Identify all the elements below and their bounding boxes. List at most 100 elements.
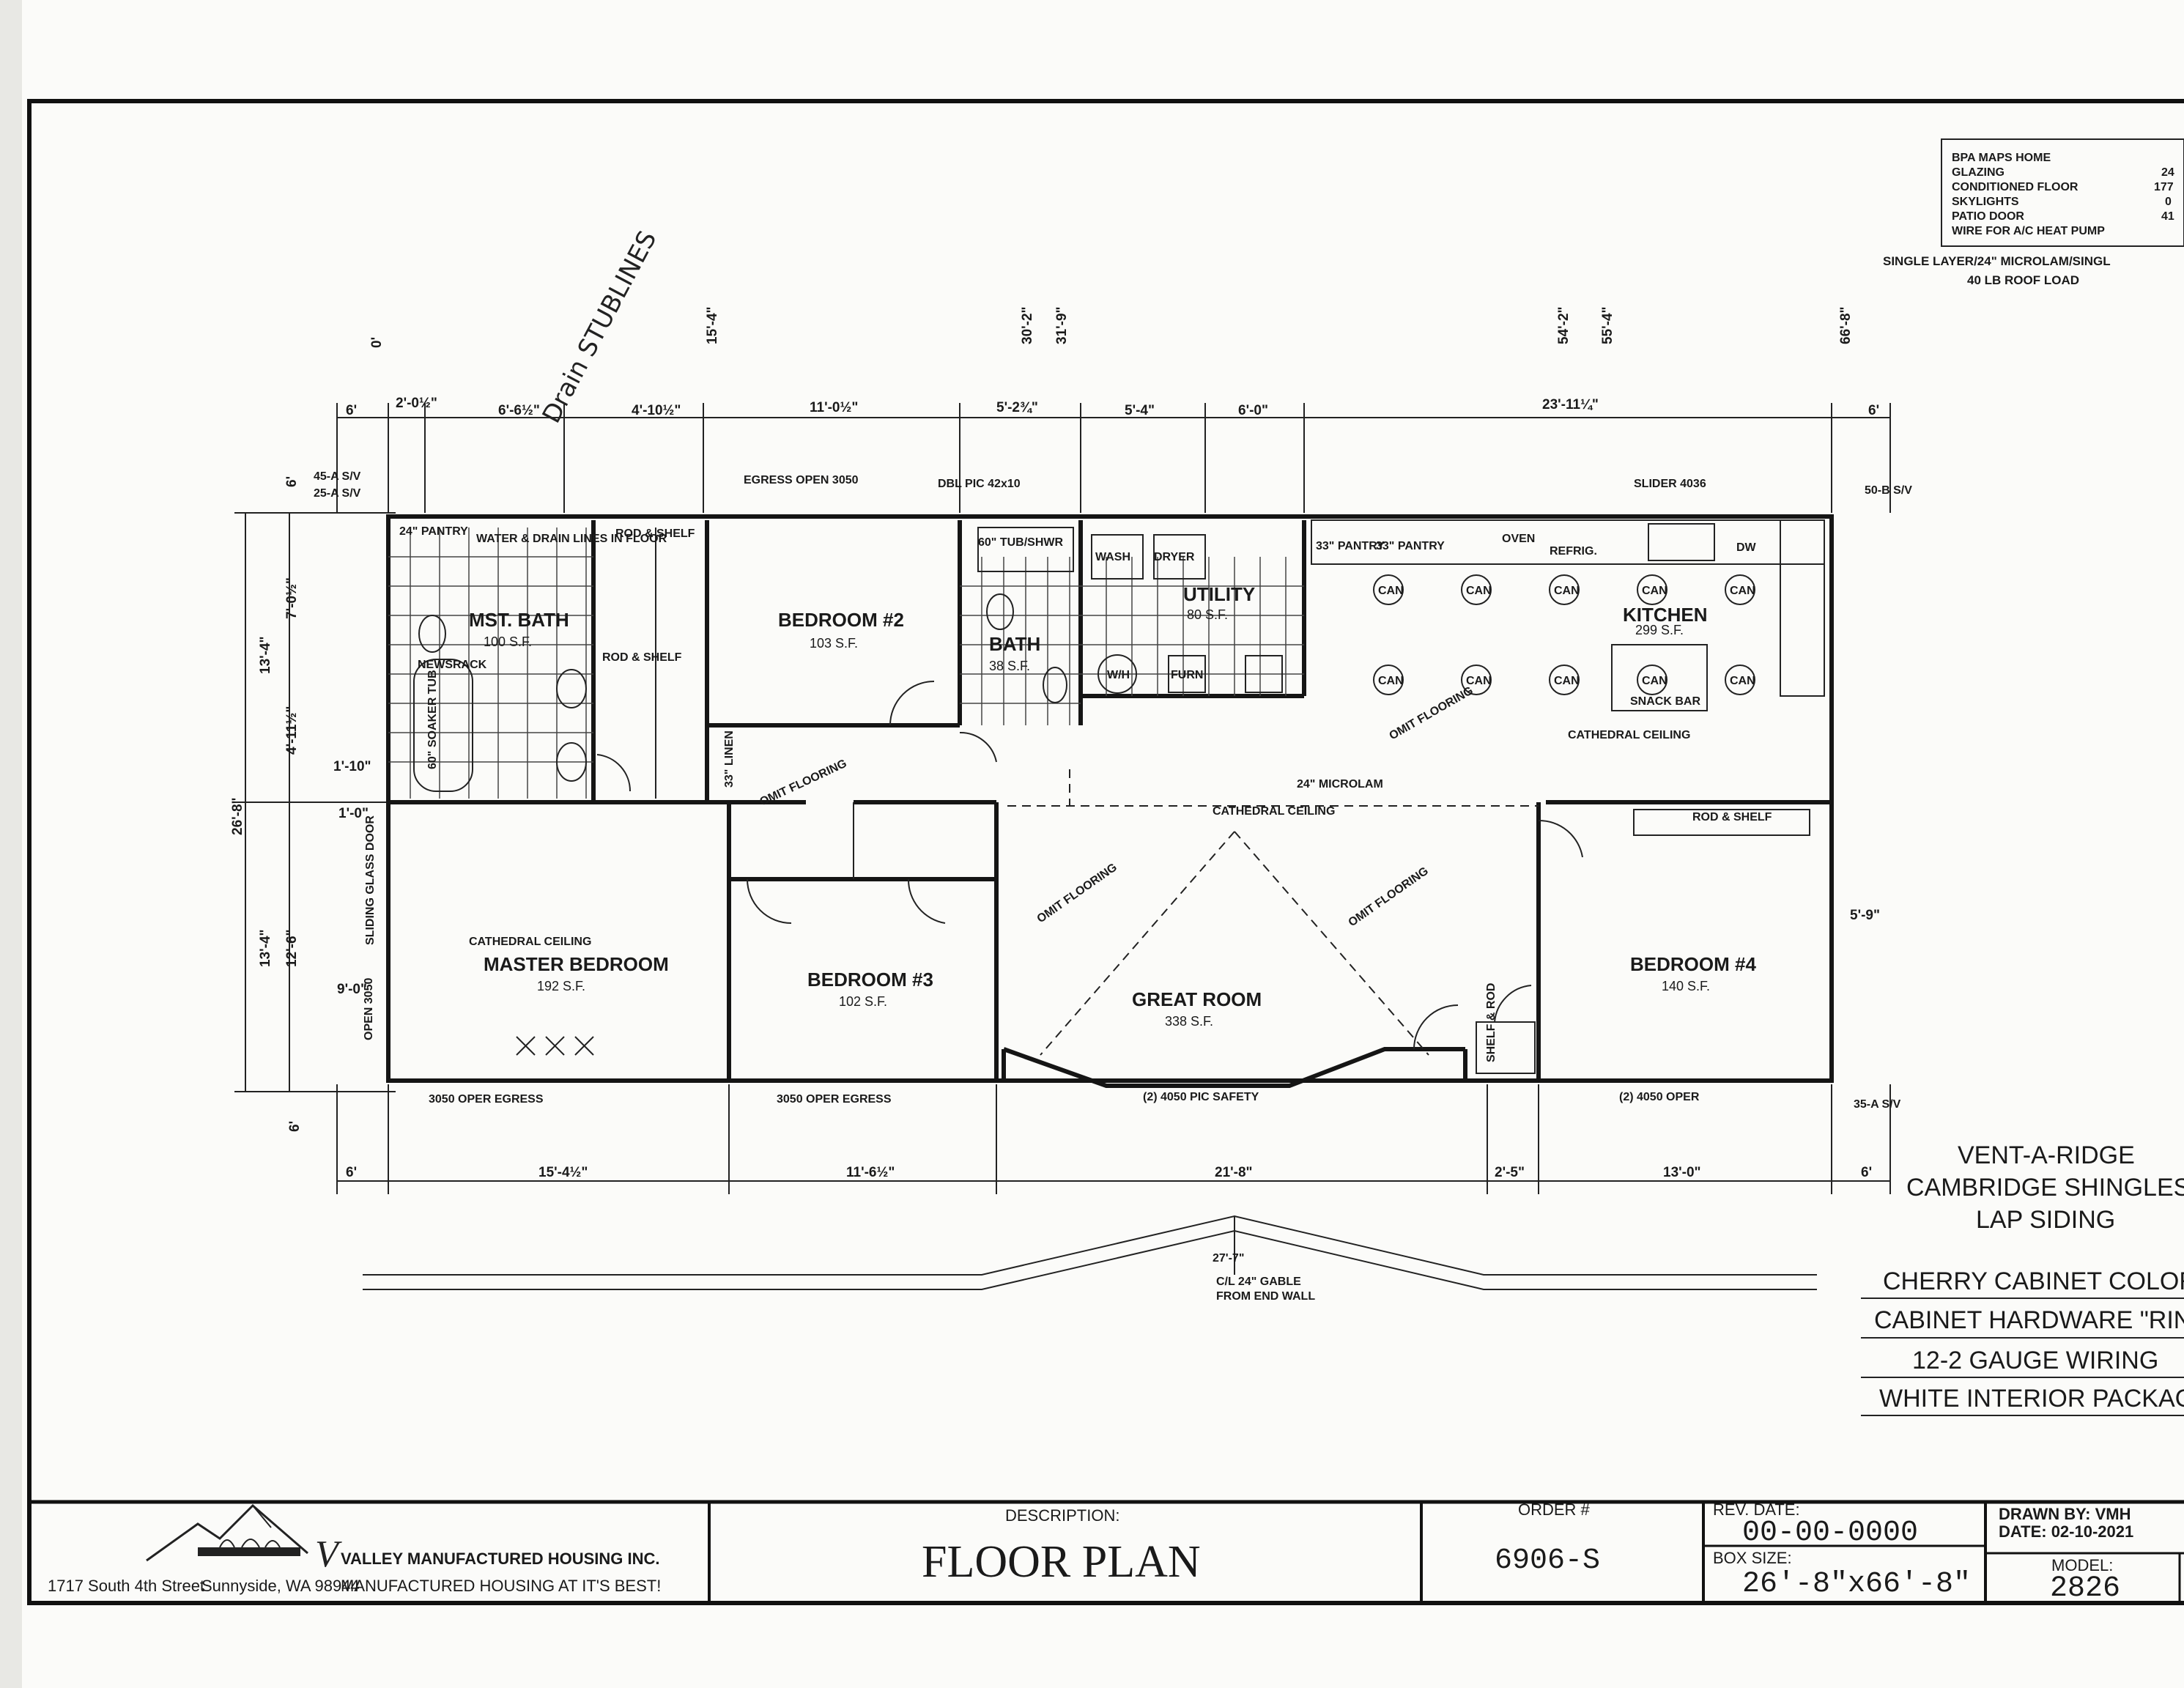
spec-line: WHITE INTERIOR PACKAG	[1879, 1385, 2184, 1413]
handwritten-drain-note: Drain STUBLINES	[537, 226, 663, 429]
roof-note: SINGLE LAYER/24" MICROLAM/SINGL	[1883, 254, 2111, 268]
spec-line: 12-2 GAUGE WIRING	[1912, 1347, 2158, 1374]
roof-specs: VENT-A-RIDGE CAMBRIDGE SHINGLES LAP SIDI…	[1906, 1141, 2184, 1234]
box-label: BOX SIZE:	[1713, 1549, 1792, 1567]
dryer-unit	[1153, 534, 1206, 580]
water-drain-label: WATER & DRAIN LINES IN FLOOR	[476, 533, 667, 545]
dim-label: 1'-0"	[338, 806, 369, 821]
gable-note: C/L 24" GABLE	[1216, 1276, 1301, 1288]
toilet	[418, 615, 446, 653]
range-counter	[1780, 519, 1825, 697]
dim-label: 4'-10½"	[632, 403, 681, 418]
room-name: BEDROOM #2	[778, 609, 904, 631]
left-dimensions: 26'-8" 13'-4" 13'-4" 7'-0½" 4'-11½" 1'-1…	[230, 476, 396, 1132]
drawn-by: DRAWN BY: VMH	[1999, 1505, 2131, 1523]
scan-edge	[0, 0, 22, 1688]
dim-label: 4'-11½"	[284, 706, 300, 755]
company-name: VALLEY MANUFACTURED HOUSING INC.	[341, 1550, 660, 1568]
washer-label: WASH	[1095, 551, 1130, 563]
soaker-tub	[413, 659, 473, 792]
svg-text:V: V	[315, 1533, 342, 1575]
sv-label: 25-A S/V	[314, 487, 361, 500]
dim-label: 6'	[284, 476, 300, 487]
dim-label: 1'-10"	[333, 759, 371, 774]
sheet-border	[27, 99, 2184, 1605]
room-name: UTILITY	[1183, 583, 1255, 605]
spec-line: CHERRY CABINET COLOR	[1883, 1267, 2184, 1295]
sv-label: 35-A S/V	[1854, 1098, 1901, 1111]
shelf-label: SHELF & ROD	[1485, 983, 1498, 1062]
kitchen-island	[1611, 644, 1708, 711]
interior-walls	[388, 520, 1832, 1081]
exterior-walls	[386, 514, 1834, 1088]
dim-label: 2'-0½"	[396, 396, 437, 411]
box-size: 26'-8"x66'-8"	[1742, 1568, 1971, 1601]
linen-label: 33" LINEN	[723, 730, 736, 788]
dim-label: 13'-4"	[258, 929, 273, 967]
newsrack-label: NEWSRACK	[418, 659, 487, 671]
ceiling-note: CATHEDRAL CEILING	[469, 936, 591, 948]
order-number: 6906-S	[1495, 1544, 1600, 1577]
tub-label: 60" TUB/SHWR	[978, 536, 1063, 549]
dim-label: 5'-9"	[1850, 908, 1880, 923]
room-area: 103 S.F.	[810, 636, 858, 651]
can-light: CAN	[1466, 675, 1492, 687]
dim-label: 23'-11¼"	[1542, 397, 1599, 412]
room-area: 299 S.F.	[1635, 623, 1684, 637]
can-light: CAN	[1730, 585, 1755, 597]
bpa-row: WIRE FOR A/C HEAT PUMP	[1952, 225, 2105, 237]
room-name: BEDROOM #4	[1630, 953, 1756, 975]
bpa-row: GLAZING	[1952, 166, 2005, 179]
model-number: 2826	[2050, 1572, 2120, 1605]
spec-line: LAP SIDING	[1976, 1206, 2115, 1234]
fixture-labels: 24" PANTRY WATER & DRAIN LINES IN FLOOR …	[363, 474, 1880, 1106]
beam-note: 24" MICROLAM	[1297, 778, 1383, 791]
bpa-value: 41	[2161, 210, 2174, 223]
flooring-note: OMIT FLOORING	[1347, 865, 1431, 929]
dim-label: 11'-6½"	[846, 1165, 895, 1180]
flooring-note: OMIT FLOORING	[1388, 684, 1476, 742]
dryer-label: DRYER	[1154, 551, 1195, 563]
tub	[977, 527, 1074, 572]
room-area: 80 S.F.	[1187, 607, 1228, 622]
dim-label: 6'	[287, 1121, 303, 1132]
dim-label: 2'-5"	[1495, 1165, 1525, 1180]
window-label: 3050 OPER EGRESS	[429, 1093, 544, 1106]
dim-label: 5'-4"	[1125, 403, 1155, 418]
pantry-label: 24" PANTRY	[399, 525, 468, 538]
oven-label: OVEN	[1502, 533, 1535, 545]
pantry-label: 33" PANTRY	[1376, 540, 1445, 552]
dim-label: 26'-8"	[230, 797, 245, 835]
company-city: Sunnyside, WA 98944	[201, 1577, 360, 1595]
dim-label: 13'-4"	[258, 636, 273, 674]
snack-bar-label: SNACK BAR	[1630, 695, 1700, 708]
tile-grid	[388, 528, 1304, 799]
can-light: CAN	[1554, 585, 1580, 597]
company-tagline: MANUFACTURED HOUSING AT IT'S BEST!	[341, 1577, 661, 1595]
room-area: 140 S.F.	[1662, 979, 1710, 993]
window-label: (2) 4050 OPER	[1619, 1091, 1700, 1103]
room-name: BATH	[989, 633, 1040, 655]
station-dim: 66'-8"	[1838, 306, 1854, 344]
closet-label: ROD & SHELF	[615, 528, 695, 540]
refrig-label: REFRIG.	[1550, 545, 1597, 558]
bpa-row: PATIO DOOR	[1952, 210, 2024, 223]
can-light: CAN	[1730, 675, 1755, 687]
order-label: ORDER #	[1518, 1500, 1591, 1519]
sv-label: 45-A S/V	[314, 470, 361, 483]
door-label: SLIDING GLASS DOOR	[364, 815, 377, 945]
model-label: MODEL:	[2051, 1556, 2113, 1574]
dim-label: 6'	[1861, 1165, 1872, 1180]
fixtures	[413, 519, 1825, 1074]
station-dim: 0'	[369, 337, 385, 348]
rev-label: REV. DATE:	[1713, 1500, 1800, 1519]
ceiling-note: CATHEDRAL CEILING	[1568, 729, 1690, 741]
toilet	[986, 593, 1014, 630]
bpa-value: 0	[2165, 196, 2172, 208]
window-label: OPEN 3050	[363, 978, 375, 1040]
ceiling-lines	[1007, 769, 1539, 1056]
room-name: MST. BATH	[469, 609, 569, 631]
room-area: 38 S.F.	[989, 659, 1030, 673]
top-station-dims: 0' 15'-4" 30'-2" 31'-9" 54'-2" 55'-4" 66…	[369, 306, 1854, 348]
